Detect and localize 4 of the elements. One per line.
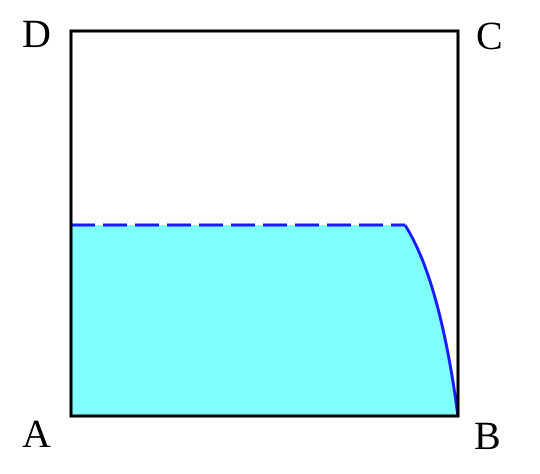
vertex-label: A (22, 414, 51, 454)
vertex-label: B (474, 416, 501, 456)
vertex-label: D (22, 14, 51, 54)
vertex-label: C (476, 16, 503, 56)
